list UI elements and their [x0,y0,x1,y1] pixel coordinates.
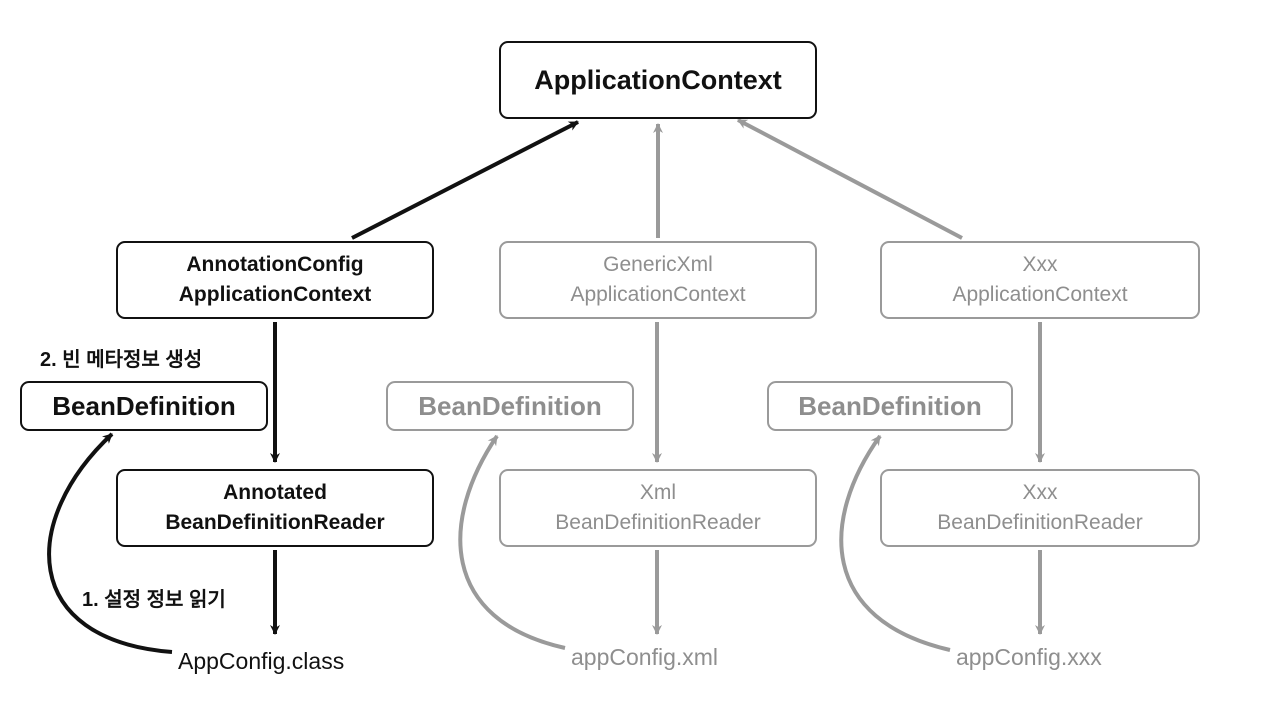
context-line2: ApplicationContext [570,283,746,306]
step1-label: 1. 설정 정보 읽기 [82,589,226,611]
generic-xml-context-box: GenericXml ApplicationContext [499,241,817,319]
reader-line1: Annotated [223,481,327,504]
reader-line2: BeanDefinitionReader [555,511,761,534]
bean-definition-box-xml: BeanDefinition [386,381,634,431]
arrow-annotation-to-root [351,120,579,240]
application-context-box: ApplicationContext [499,41,817,119]
arrow-xxx-to-root [737,118,963,240]
xxx-reader-box: Xxx BeanDefinitionReader [880,469,1200,547]
context-line1: GenericXml [603,253,713,276]
bean-definition-label: BeanDefinition [798,391,982,421]
xml-reader-box: Xml BeanDefinitionReader [499,469,817,547]
appconfig-xml-label: appConfig.xml [571,644,719,670]
context-line2: ApplicationContext [178,283,372,306]
appconfig-class-label: AppConfig.class [178,648,345,674]
curve-xml-to-beandefinition [458,434,566,650]
annotation-config-context-box: AnnotationConfig ApplicationContext [116,241,434,319]
annotated-reader-box: Annotated BeanDefinitionReader [116,469,434,547]
context-line1: AnnotationConfig [186,253,364,276]
bean-definition-label: BeanDefinition [52,391,236,421]
bean-definition-box-annotation: BeanDefinition [20,381,268,431]
reader-line1: Xml [639,481,677,504]
curve-xxx-to-beandefinition [839,434,951,652]
xxx-context-box: Xxx ApplicationContext [880,241,1200,319]
application-context-label: ApplicationContext [534,65,782,95]
step2-label: 2. 빈 메타정보 생성 [40,349,203,371]
reader-line1: Xxx [1022,481,1058,504]
bean-definition-label: BeanDefinition [418,391,602,421]
reader-line2: BeanDefinitionReader [937,511,1143,534]
context-line2: ApplicationContext [952,283,1128,306]
reader-line2: BeanDefinitionReader [165,511,385,534]
bean-definition-box-xxx: BeanDefinition [767,381,1013,431]
context-line1: Xxx [1022,253,1058,276]
curve-appconfig-to-beandefinition [47,432,173,654]
appconfig-xxx-label: appConfig.xxx [956,644,1102,670]
